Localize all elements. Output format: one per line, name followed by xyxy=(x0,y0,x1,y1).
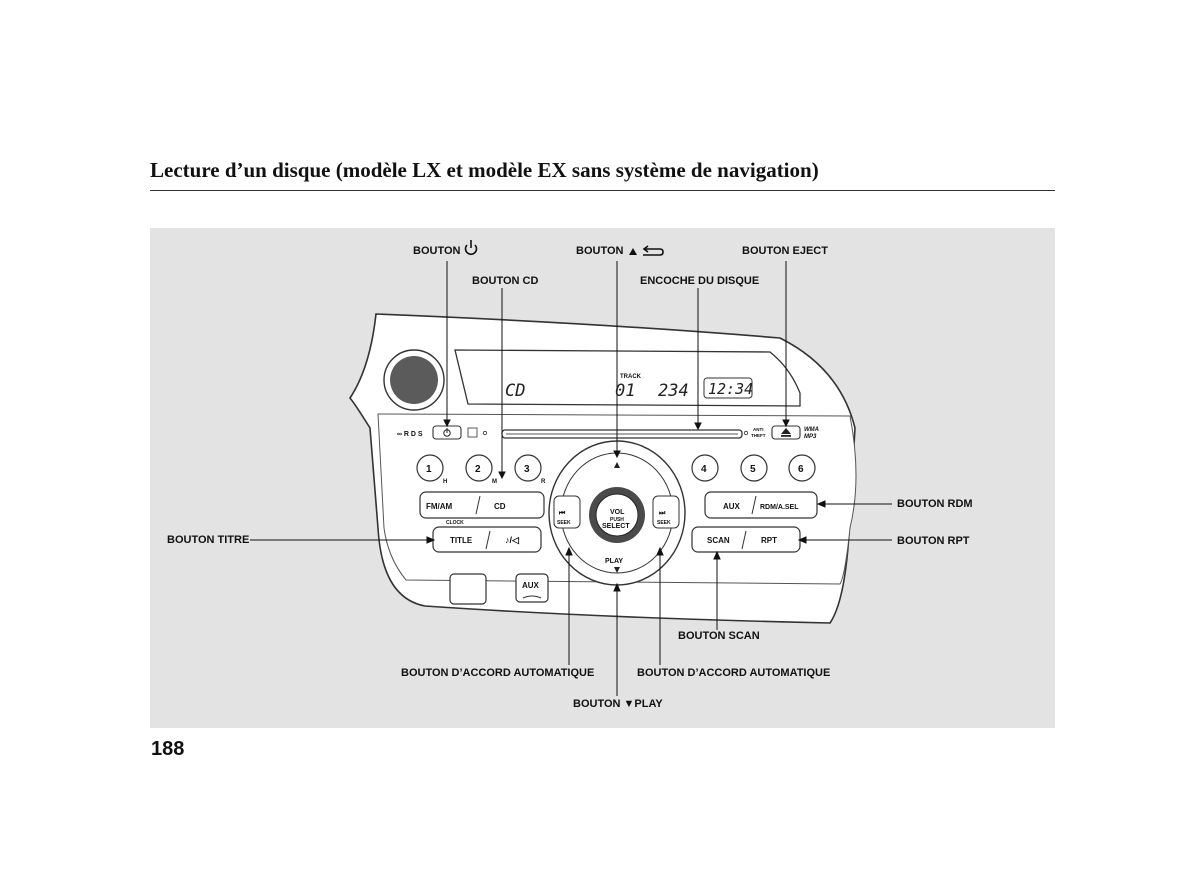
preset-1-sub: H xyxy=(443,479,447,485)
disc-slot-callout: ENCOCHE DU DISQUE xyxy=(640,275,760,287)
cd-button-callout: BOUTON CD xyxy=(472,275,539,287)
preset-3-sub: R xyxy=(541,479,546,485)
knob-select-label: SELECT xyxy=(602,523,630,530)
preset-6-shape xyxy=(788,454,816,482)
preset-4-shape xyxy=(691,454,719,482)
page-number: 188 xyxy=(151,738,185,760)
page-title: Lecture d’un disque (modèle LX et modèle… xyxy=(150,158,819,182)
preset-5-shape xyxy=(740,454,768,482)
rdm-button-callout: BOUTON RDM xyxy=(897,498,973,510)
rpt-button-callout: BOUTON RPT xyxy=(897,535,970,547)
knob-play-label: PLAY xyxy=(605,558,623,565)
preset-3-shape xyxy=(514,454,542,482)
seek-right-shape xyxy=(652,495,680,529)
play-button-callout: BOUTON ▼PLAY xyxy=(573,698,663,710)
seek-right-label: SEEK xyxy=(657,520,671,526)
cd-label: CD xyxy=(494,502,506,511)
display-window xyxy=(454,349,801,407)
eject-arrow-button-callout: BOUTON xyxy=(576,245,624,257)
auto-tune-right-callout: BOUTON D’ACCORD AUTOMATIQUE xyxy=(637,667,831,679)
preset-3-label: 3 xyxy=(524,464,530,475)
title-button-callout: BOUTON TITRE xyxy=(167,534,250,546)
preset-4-label: 4 xyxy=(701,464,707,475)
title-divider xyxy=(150,190,1055,191)
preset-1-label: 1 xyxy=(426,464,432,475)
lcd-clock: 12:34 xyxy=(708,380,753,398)
clock-label: CLOCK xyxy=(446,520,464,526)
preset-2-label: 2 xyxy=(475,464,481,475)
power-icon xyxy=(464,240,478,256)
lcd-source: CD xyxy=(505,381,525,401)
preset-5-label: 5 xyxy=(750,464,756,475)
lcd-time: 234 xyxy=(658,381,689,401)
aux-rdm-rocker xyxy=(704,491,818,519)
preset-1-shape xyxy=(416,454,444,482)
music-icon: ♪/◁ xyxy=(505,535,520,545)
return-arrow-icon xyxy=(642,245,664,256)
up-triangle-icon xyxy=(629,248,637,255)
aux-jack-cover xyxy=(515,573,549,603)
rdm-asel-label: RDM/A.SEL xyxy=(760,504,799,511)
svg-text:∞ R D S: ∞ R D S xyxy=(397,431,423,438)
fm-am-label: FM/AM xyxy=(426,502,453,511)
knob-push-label: PUSH xyxy=(610,517,624,523)
lcd-track-label: TRACK xyxy=(620,374,642,380)
preset-6-label: 6 xyxy=(798,464,804,475)
preset-2-shape xyxy=(465,454,493,482)
mp3-label: MP3 xyxy=(804,434,817,440)
radio-illustration: ∞ R D S CD xyxy=(250,240,892,696)
knob-vol-label: VOL xyxy=(610,509,625,516)
title-label: TITLE xyxy=(450,536,473,545)
seek-left-shape xyxy=(553,495,581,529)
aux-jack-label: AUX xyxy=(522,581,540,590)
rpt-label: RPT xyxy=(761,536,777,545)
power-button-callout: BOUTON xyxy=(413,245,461,257)
seek-left-label: SEEK xyxy=(557,520,571,526)
lcd-track: 01 xyxy=(615,381,635,401)
storage-cover xyxy=(449,573,487,605)
radio-diagram: ∞ R D S CD xyxy=(150,228,1055,728)
scan-label: SCAN xyxy=(707,536,730,545)
aux-label: AUX xyxy=(723,502,741,511)
preset-2-sub: M xyxy=(492,479,497,485)
eject-button-callout: BOUTON EJECT xyxy=(742,245,828,257)
fm-cd-rocker xyxy=(419,491,545,519)
auto-tune-left-callout: BOUTON D’ACCORD AUTOMATIQUE xyxy=(401,667,595,679)
seek-back-icon: ⏮ xyxy=(559,510,566,517)
wma-label: WMA xyxy=(804,427,819,433)
anti-theft-label-2: THEFT xyxy=(751,433,766,438)
seek-forward-icon: ⏭ xyxy=(659,510,666,517)
anti-theft-label-1: ANTI xyxy=(753,427,764,432)
scan-button-callout: BOUTON SCAN xyxy=(678,630,760,642)
